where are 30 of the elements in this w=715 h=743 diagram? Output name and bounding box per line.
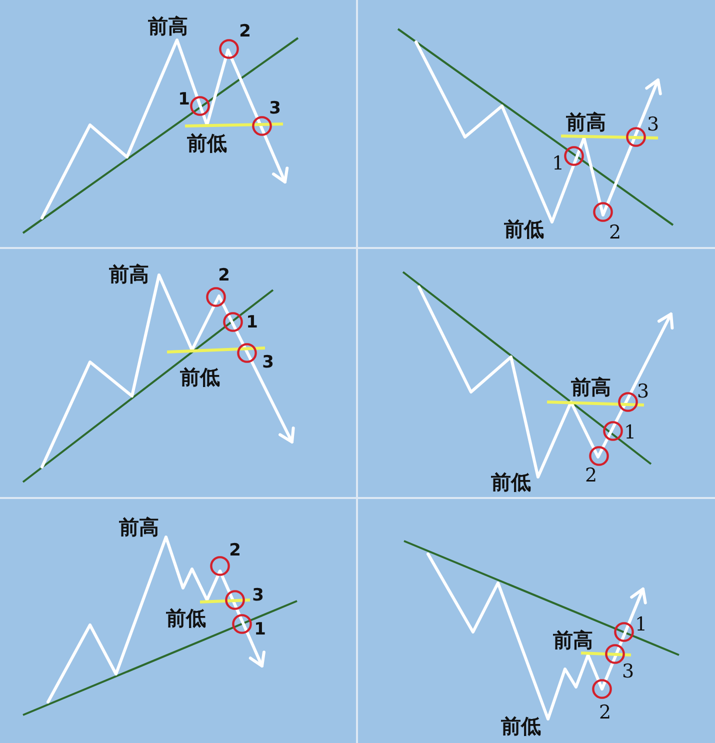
- callout-number: 2: [239, 24, 251, 40]
- callout-number: 2: [229, 542, 241, 560]
- callout-number: 2: [584, 466, 598, 486]
- callout-number: 1: [624, 424, 636, 442]
- callout-number: 3: [636, 382, 650, 402]
- callout-number: 2: [598, 704, 612, 722]
- point-label: 前低: [166, 608, 206, 628]
- point-label: 前高: [566, 112, 606, 132]
- point-label: 前低: [491, 472, 531, 492]
- callout-number: 1: [552, 154, 564, 174]
- point-label: 前低: [187, 133, 227, 153]
- callout-number: 1: [246, 314, 258, 332]
- callout-number: 3: [262, 354, 274, 372]
- callout-number: 3: [252, 588, 264, 604]
- callout-number: 3: [646, 116, 660, 134]
- callout-number: 2: [218, 268, 230, 284]
- point-label: 前高: [109, 264, 149, 284]
- point-label: 前高: [553, 630, 593, 650]
- callout-number: 1: [634, 616, 648, 634]
- point-label: 前高: [119, 517, 159, 537]
- callout-number: 2: [608, 224, 622, 242]
- point-label: 前低: [501, 716, 541, 736]
- callout-number: 1: [254, 622, 266, 638]
- callout-number: 3: [269, 100, 281, 118]
- callout-number: 1: [178, 92, 190, 108]
- point-label: 前低: [180, 367, 220, 387]
- callout-number: 3: [622, 662, 634, 682]
- point-label: 前低: [504, 219, 544, 239]
- point-label: 前高: [571, 377, 611, 397]
- point-label: 前高: [148, 16, 188, 36]
